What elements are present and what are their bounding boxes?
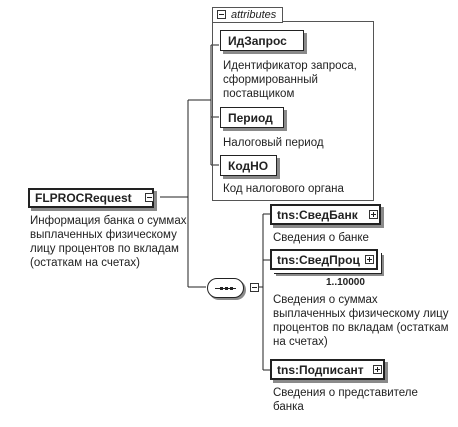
attribute-name: ИдЗапрос (228, 34, 287, 48)
child-element-svedbank[interactable]: tns:СведБанк (270, 204, 381, 225)
sequence-compositor[interactable] (207, 278, 244, 298)
attribute-name: КодНО (228, 159, 269, 173)
child-element-description: Сведения о суммах выплаченных физическом… (273, 294, 449, 348)
attribute-box-idzapros[interactable]: ИдЗапрос (220, 30, 304, 51)
attribute-name: Период (228, 111, 273, 125)
sequence-dot (225, 287, 228, 290)
collapse-sequence-icon[interactable] (250, 283, 259, 292)
expand-icon[interactable] (365, 255, 374, 264)
sequence-dot (220, 287, 223, 290)
collapse-icon[interactable] (145, 193, 154, 202)
attributes-tab-label: attributes (231, 9, 277, 21)
attributes-tab[interactable]: attributes (212, 7, 284, 23)
child-element-name: tns:Подписант (277, 363, 364, 377)
attribute-box-kodno[interactable]: КодНО (220, 155, 277, 176)
attribute-box-period[interactable]: Период (220, 107, 284, 128)
child-element-description: Сведения о банке (273, 232, 369, 244)
expand-icon[interactable] (373, 365, 382, 374)
child-element-description: Сведения о представителе банка (273, 387, 418, 413)
child-element-name: tns:СведПроц (277, 253, 360, 267)
child-element-svedproc[interactable]: tns:СведПроц (270, 249, 378, 270)
attribute-description: Идентификатор запроса, сформированный по… (223, 60, 357, 100)
occurrence-label: 1..10000 (326, 277, 365, 288)
collapse-attributes-icon[interactable] (217, 10, 226, 19)
attribute-description: Код налогового органа (223, 183, 344, 195)
root-element-box[interactable]: FLPROCRequest (28, 188, 154, 208)
expand-icon[interactable] (369, 210, 378, 219)
sequence-dot (230, 287, 233, 290)
child-element-podpisant[interactable]: tns:Подписант (270, 359, 385, 380)
child-element-name: tns:СведБанк (277, 208, 358, 222)
root-element-name: FLPROCRequest (35, 191, 132, 205)
attributes-panel (212, 21, 374, 201)
root-element-description: Информация банка о суммах выплаченных фи… (30, 215, 187, 269)
attribute-description: Налоговый период (223, 137, 324, 149)
